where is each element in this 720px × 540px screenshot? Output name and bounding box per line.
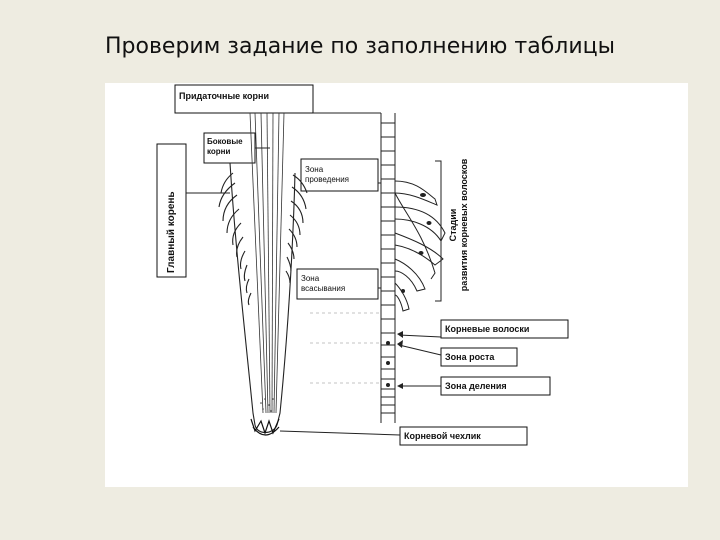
- zone-boundaries: [310, 312, 381, 384]
- main-root-outline: [229, 162, 296, 434]
- root-cell-column: [380, 113, 396, 423]
- root-cap-box: [399, 426, 528, 446]
- root-diagram: Придаточные корни Боковые корни Главный …: [105, 83, 688, 487]
- absorption-zone-label: Зона всасывания: [301, 274, 346, 293]
- hair-stages-bracket: [435, 160, 442, 302]
- root-diagram-drawing: [156, 84, 569, 446]
- root-hairs-box: [440, 319, 569, 339]
- root-hair-nuclei: [386, 193, 432, 387]
- conduction-zone-label: Зона проведения: [305, 165, 349, 184]
- pointer-lines: [186, 112, 442, 436]
- meristem-dots: [260, 398, 274, 412]
- arrow-heads: [397, 331, 403, 389]
- adventitious-roots-label: Придаточные корни: [179, 91, 269, 101]
- hair-stages-label: Стадии развития корневых волосков: [448, 158, 469, 292]
- growth-zone-label: Зона роста: [445, 352, 495, 362]
- vascular-strands: [249, 112, 285, 414]
- growth-zone-box: [440, 347, 518, 367]
- root-cap-label: Корневой чехлик: [404, 431, 481, 441]
- main-root-box: [156, 143, 187, 278]
- adventitious-roots-box: [174, 84, 314, 114]
- absorption-zone-box: [296, 268, 379, 300]
- lateral-roots-label: Боковые корни: [207, 137, 243, 156]
- root-hairs-label: Корневые волоски: [445, 324, 530, 334]
- main-root-cap: [250, 418, 280, 436]
- slide-title: Проверим задание по заполнению таблицы: [104, 34, 615, 59]
- lateral-roots-drawing: [218, 172, 308, 306]
- main-root-label: Главный корень: [166, 191, 177, 273]
- root-hair-cells: [394, 180, 446, 312]
- conduction-zone-box: [300, 158, 379, 192]
- division-zone-label: Зона деления: [445, 381, 507, 391]
